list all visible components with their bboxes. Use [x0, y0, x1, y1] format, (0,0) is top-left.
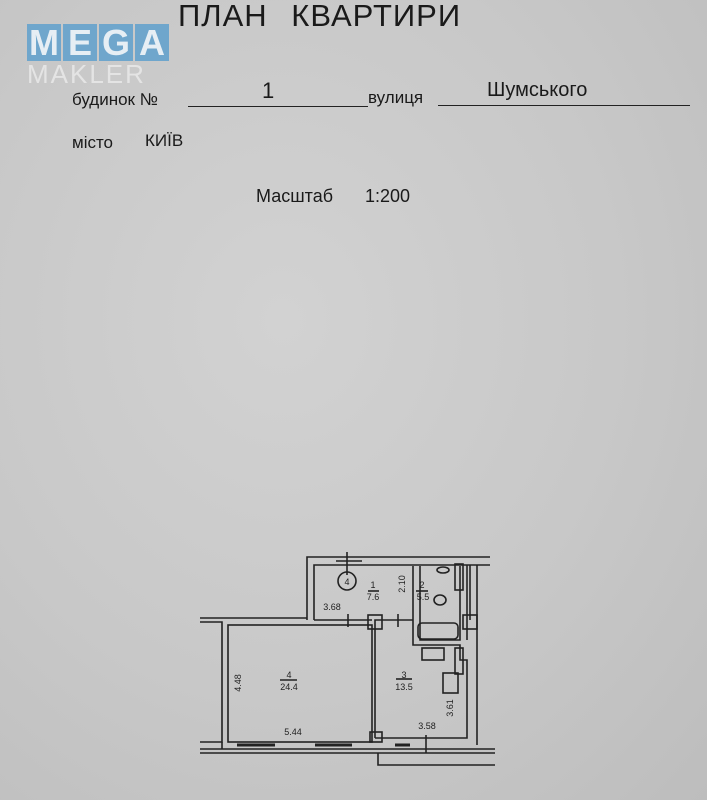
dim-corridor-width: 3.68 [323, 602, 341, 612]
dim-kitchen-width: 3.58 [418, 721, 436, 731]
room-3-area: 13.5 [395, 682, 413, 692]
scale-value: 1:200 [365, 186, 411, 206]
street-name: Шумського [487, 79, 588, 101]
dim-kitchen-height: 3.61 [445, 699, 455, 717]
balcony-outline [377, 753, 495, 766]
room-4-area: 24.4 [280, 682, 298, 692]
watermark-makler: MAKLER [27, 59, 146, 89]
shaft [454, 647, 464, 675]
column [462, 614, 478, 630]
street-underline [438, 105, 690, 106]
document-title: ПЛАН КВАРТИРИ [178, 0, 462, 33]
wall-top-outer [306, 556, 490, 620]
kitchen-sink [421, 647, 445, 661]
sink [436, 566, 450, 574]
room-4-number: 4 [286, 670, 291, 680]
room-3-number: 3 [401, 670, 406, 680]
building-number: 1 [262, 78, 275, 103]
wall-top-inner [313, 564, 490, 620]
room-3-right [375, 566, 468, 739]
room-1-number: 1 [370, 580, 375, 590]
bathtub [417, 622, 459, 640]
room-3-left [374, 619, 413, 738]
room-2-number: 2 [419, 580, 424, 590]
stove [442, 672, 459, 694]
wall-left-lower [200, 621, 223, 743]
column [367, 614, 383, 630]
city-name: КИЇВ [145, 131, 184, 150]
bathroom-outline [419, 566, 461, 641]
dim-room4-width: 5.44 [284, 727, 302, 737]
city-label: місто [72, 133, 114, 152]
room-4-outline [227, 624, 373, 743]
dim-room4-height: 4.48 [233, 674, 243, 692]
dim-corridor-depth: 2.10 [397, 575, 407, 593]
shaft [454, 563, 464, 591]
room-1-area: 7.6 [367, 592, 380, 602]
toilet [433, 594, 447, 606]
walls [200, 552, 495, 766]
building-underline [188, 106, 368, 107]
scale-label: Масштаб [256, 186, 334, 206]
building-label: будинок № [72, 90, 158, 109]
room-2-area: 5.5 [417, 592, 430, 602]
apartment-marker-circle [337, 571, 357, 591]
apartment-marker: 4 [344, 577, 349, 587]
street-label: вулиця [368, 88, 424, 107]
